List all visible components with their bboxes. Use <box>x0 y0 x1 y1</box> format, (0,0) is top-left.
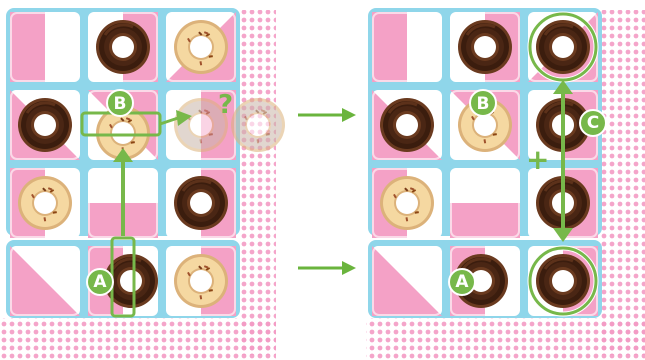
badge-a-right <box>448 268 476 296</box>
badge-c <box>579 109 607 137</box>
connect-arrow-c-head-bottom <box>553 228 573 242</box>
highlight-ring-bottom-inner <box>528 246 598 316</box>
donut-vanilla <box>18 176 72 230</box>
donut-vanilla <box>380 176 434 230</box>
arrow-head-right <box>176 110 192 126</box>
donut-chocolate <box>380 98 434 152</box>
donut-vanilla <box>458 98 512 152</box>
badge-b-right <box>469 89 497 117</box>
donut-chocolate-split <box>104 254 158 308</box>
move-arrow-right <box>159 116 179 126</box>
donut-vanilla <box>174 20 228 74</box>
donut-chocolate-highlight <box>536 254 590 308</box>
donut-faded-offboard <box>231 98 285 152</box>
badge-a <box>86 268 114 296</box>
donut-vanilla-shifting <box>96 106 150 160</box>
tile-after-r2-c1 <box>450 168 520 238</box>
transition-arrow-bottom-head <box>342 261 356 275</box>
tile-before-r0-c0 <box>10 12 80 82</box>
tile-after-r0-c0 <box>372 12 442 82</box>
badge-b <box>106 89 134 117</box>
connect-arrow-c-head-top <box>553 80 573 94</box>
donut-chocolate <box>18 98 72 152</box>
donut-faded-preview <box>174 98 228 152</box>
transition-arrow-top-head <box>342 108 356 122</box>
donut-chocolate <box>458 20 512 74</box>
donut-chocolate <box>174 176 228 230</box>
donut-chocolate <box>96 20 150 74</box>
donut-vanilla <box>174 254 228 308</box>
tile-before-r3-c0 <box>10 246 80 316</box>
tile-after-r3-c0 <box>372 246 442 316</box>
donut-chocolate-highlight <box>536 20 590 74</box>
arrow-head-up <box>113 148 133 162</box>
